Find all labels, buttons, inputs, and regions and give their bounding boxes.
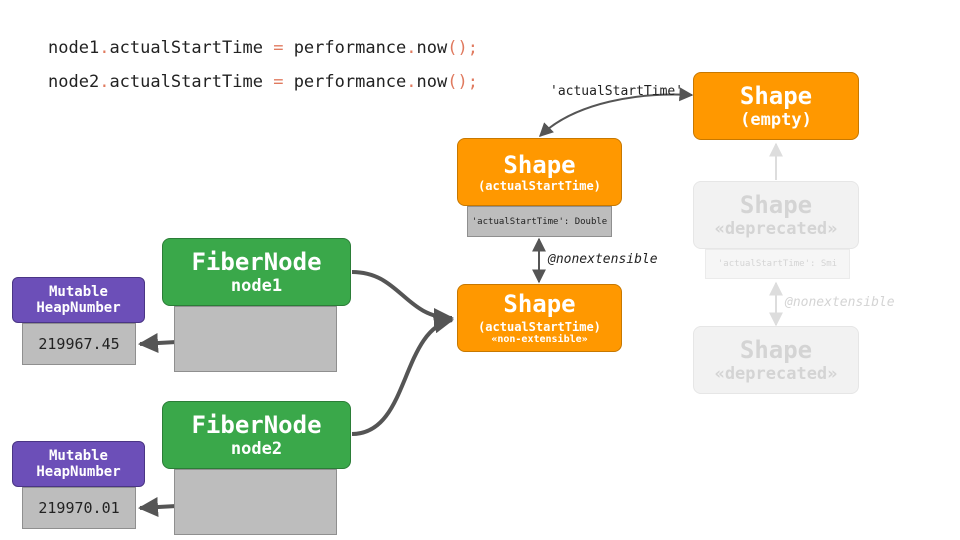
heapnumber-1: Mutable HeapNumber	[12, 277, 145, 323]
code-token: now	[416, 72, 448, 92]
shape-subtitle: «deprecated»	[714, 364, 838, 384]
heapnumber-title: Mutable	[48, 284, 108, 300]
shape-deprecated-field: 'actualStartTime': Smi	[705, 249, 850, 279]
shape-title: Shape	[739, 336, 813, 364]
code-token: .	[99, 38, 110, 58]
code-token: node1	[48, 38, 100, 58]
code-token: node2	[48, 72, 100, 92]
transition-edge	[538, 87, 694, 137]
code-token: .	[406, 72, 417, 92]
code-token: ()	[447, 38, 468, 58]
value-text: 219970.01	[38, 499, 120, 517]
shape-subtitle: (actualStartTime)	[478, 179, 601, 193]
fiber-title: FiberNode	[191, 248, 322, 276]
shape-deprecated-2: Shape «deprecated»	[693, 326, 859, 394]
shape-title: Shape	[739, 82, 813, 110]
shape-deprecated-1: Shape «deprecated»	[693, 181, 859, 249]
fiber1-slot	[174, 306, 337, 372]
code-token: actualStartTime	[109, 72, 263, 92]
nonextensible-label: @nonextensible	[548, 252, 658, 267]
code-token: performance	[293, 38, 407, 58]
code-token: ()	[447, 72, 468, 92]
shape-actual-field: 'actualStartTime': Double	[467, 206, 612, 237]
heapnumber-title: HeapNumber	[36, 300, 121, 316]
fibernode-node1: FiberNode node1	[162, 238, 351, 306]
fiber-title: FiberNode	[191, 411, 322, 439]
shape-title: Shape	[503, 289, 576, 318]
transition-label: 'actualStartTime'	[550, 84, 684, 99]
fiber2-slot	[174, 469, 337, 535]
shape-subtitle-2: «non-extensible»	[491, 333, 588, 345]
fiber-name: node2	[230, 439, 283, 459]
code-token: ;	[467, 38, 478, 58]
shape-empty: Shape (empty)	[693, 72, 859, 140]
heapnumber-2: Mutable HeapNumber	[12, 441, 145, 487]
field-text: 'actualStartTime': Double	[471, 216, 608, 227]
ghost-nonextensible-label: @nonextensible	[785, 295, 895, 310]
field-text: 'actualStartTime': Smi	[717, 259, 838, 269]
shape-title: Shape	[739, 191, 813, 219]
code-token: now	[416, 38, 448, 58]
heapnumber-title: HeapNumber	[36, 464, 121, 480]
shape-nonextensible: Shape (actualStartTime) «non-extensible»	[457, 284, 622, 352]
fiber2-shape-edge	[351, 313, 454, 436]
shape-subtitle: «deprecated»	[714, 219, 838, 239]
fibernode-node2: FiberNode node2	[162, 401, 351, 469]
code-token: performance	[293, 72, 407, 92]
code-token: actualStartTime	[109, 38, 263, 58]
value-text: 219967.45	[38, 335, 120, 353]
fiber1-shape-edge	[351, 270, 454, 328]
code-token: =	[262, 38, 294, 58]
heapnumber-2-value: 219970.01	[22, 487, 136, 529]
shape-subtitle: (actualStartTime)	[478, 319, 601, 334]
code-token: =	[262, 72, 294, 92]
shape-subtitle: (empty)	[740, 110, 812, 130]
code-token: ;	[467, 72, 478, 92]
shape-actual: Shape (actualStartTime)	[457, 138, 622, 206]
code-line-2: node2.actualStartTime = performance.now(…	[48, 72, 478, 92]
code-token: .	[99, 72, 110, 92]
heapnumber-title: Mutable	[48, 448, 108, 464]
shape-title: Shape	[503, 151, 576, 179]
code-token: .	[406, 38, 417, 58]
code-line-1: node1.actualStartTime = performance.now(…	[48, 38, 478, 58]
fiber-name: node1	[230, 276, 283, 296]
heapnumber-1-value: 219967.45	[22, 323, 136, 365]
